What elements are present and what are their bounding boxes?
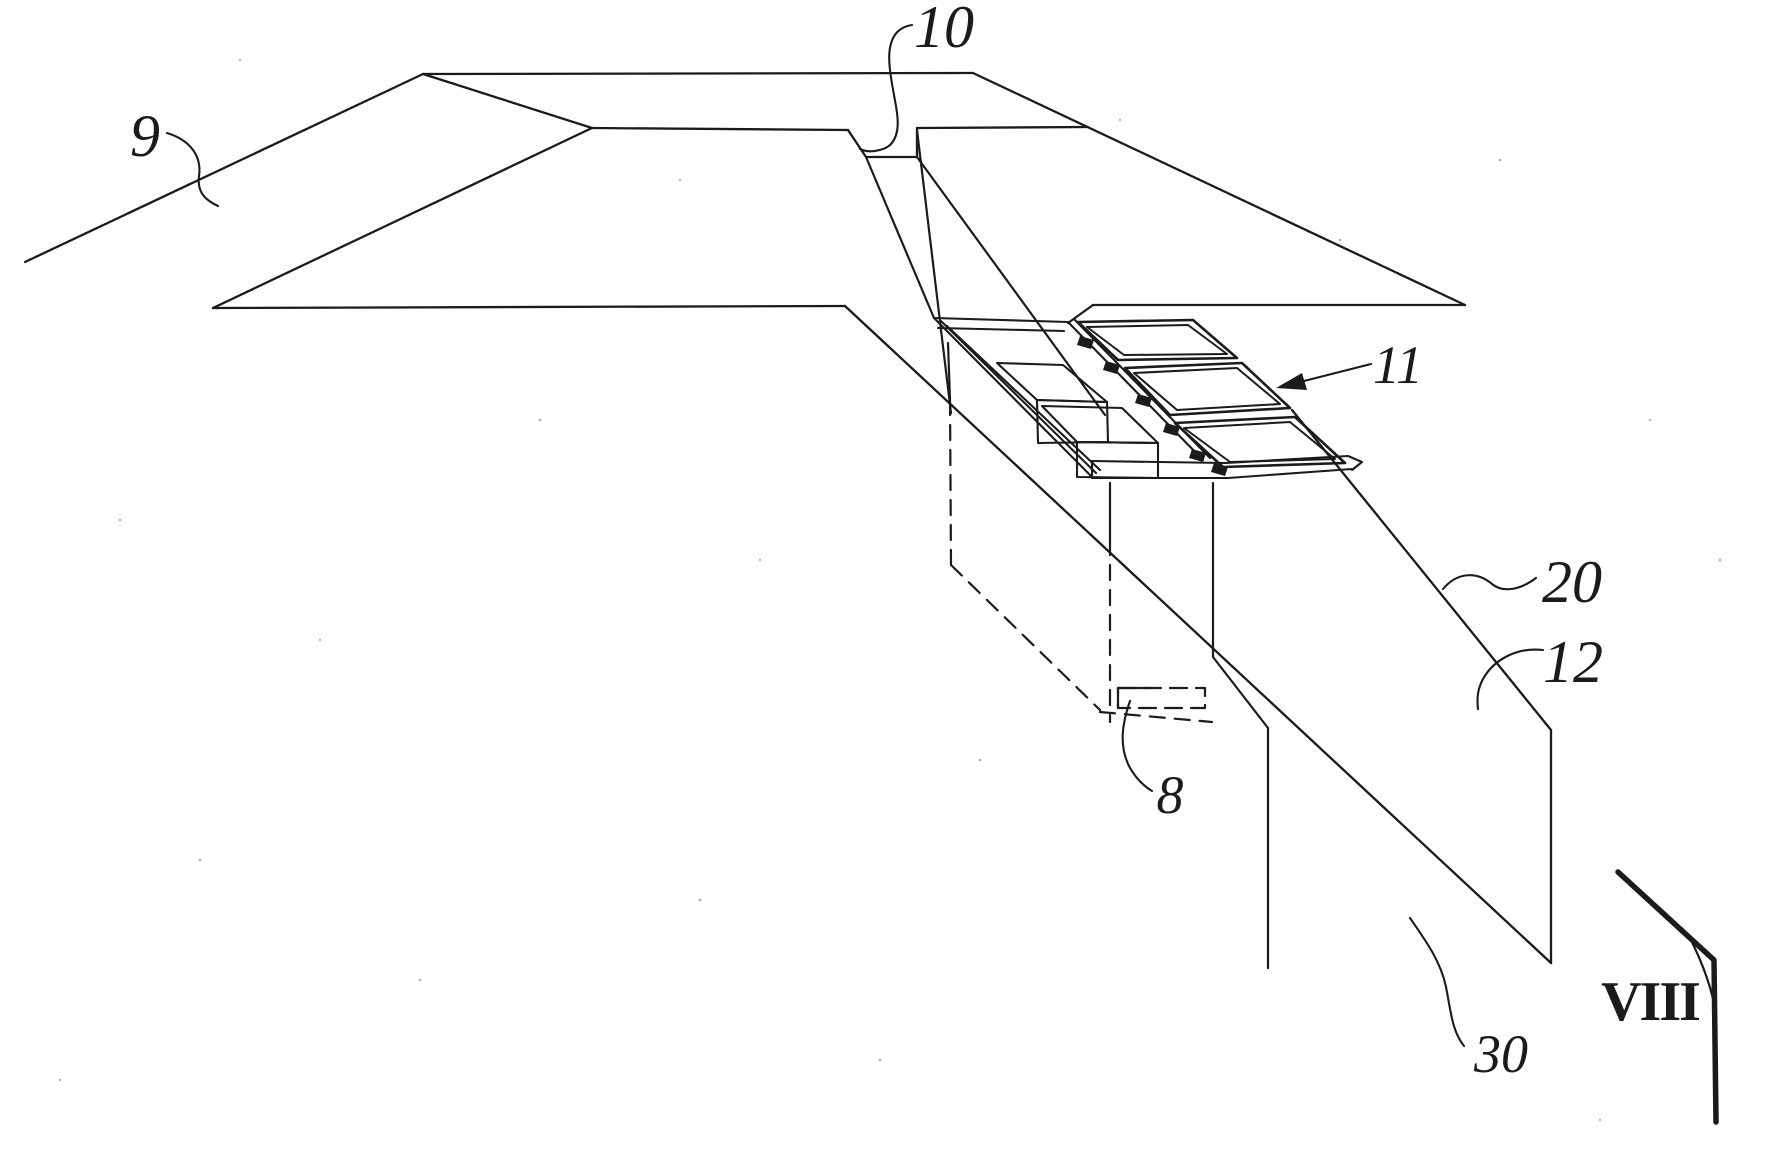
label-20: 20 bbox=[1542, 549, 1602, 615]
shelf-top-edge bbox=[1090, 454, 1350, 465]
label-10: 10 bbox=[914, 0, 974, 60]
pillar-bevel-edge bbox=[1211, 655, 1270, 730]
ridge-edge bbox=[23, 72, 425, 264]
under-structure bbox=[946, 341, 1270, 970]
arrowhead-11-icon bbox=[1276, 373, 1307, 390]
panel-1-outer bbox=[1076, 318, 1239, 362]
shelf-end-cap bbox=[1346, 454, 1364, 472]
outlet-rectangle bbox=[1116, 686, 1207, 710]
rim-left-outer bbox=[932, 316, 1094, 479]
outlet-rect-dashed bbox=[1116, 686, 1207, 710]
section-cut-mark bbox=[1615, 869, 1719, 1125]
rim-back-outer bbox=[932, 316, 1070, 324]
embankment-surface bbox=[23, 71, 1553, 965]
bottom-edge bbox=[211, 304, 847, 310]
reference-labels: 9 10 11 20 12 8 30 VIII bbox=[130, 0, 1701, 1084]
panel-2-outer bbox=[1123, 361, 1292, 417]
leader-10 bbox=[858, 23, 914, 153]
leader-30 bbox=[1408, 916, 1466, 1048]
box-bottom-hidden-edge bbox=[1098, 710, 1214, 724]
outlet-rect-solid-part bbox=[1116, 686, 1152, 710]
leader-20-squiggle bbox=[1441, 574, 1538, 591]
hinge-blocks bbox=[1077, 336, 1228, 476]
label-30: 30 bbox=[1473, 1024, 1528, 1084]
label-section-viii: VIII bbox=[1601, 971, 1699, 1033]
hinge-block bbox=[1163, 423, 1180, 436]
channel-right-line bbox=[915, 155, 1107, 417]
leader-lines bbox=[165, 23, 1545, 1048]
section-cut-arc bbox=[1688, 936, 1718, 1016]
hinge-block bbox=[1189, 449, 1206, 462]
leader-8 bbox=[1121, 699, 1154, 793]
rim-back-inner bbox=[936, 326, 1066, 333]
rim-left-mid bbox=[939, 319, 1098, 475]
panel-3-outer bbox=[1173, 415, 1347, 469]
leader-11-shaft bbox=[1298, 362, 1373, 384]
panel-3-inner bbox=[1183, 421, 1336, 463]
label-12: 12 bbox=[1543, 629, 1603, 695]
label-11: 11 bbox=[1373, 335, 1423, 395]
long-slope-edge bbox=[843, 304, 1553, 965]
top-edge bbox=[421, 71, 975, 76]
inlet-notch bbox=[846, 126, 919, 159]
channel-steep-line bbox=[915, 128, 953, 415]
panel-1-inner bbox=[1086, 324, 1228, 356]
inner-edge-right bbox=[915, 125, 1090, 130]
rim-left-inner bbox=[945, 324, 1102, 472]
box-left-edge-hidden bbox=[948, 398, 953, 567]
top-right-edge bbox=[971, 71, 1467, 307]
inner-edge-left bbox=[590, 126, 850, 132]
recess-corner-edge bbox=[1066, 303, 1095, 325]
leader-9 bbox=[165, 131, 220, 208]
hinge-block bbox=[1135, 394, 1152, 407]
label-8: 8 bbox=[1157, 765, 1184, 825]
hinge-block bbox=[1077, 336, 1094, 349]
hip-edge bbox=[211, 126, 594, 310]
leader-12 bbox=[1476, 648, 1545, 711]
box-left-edge-visible bbox=[946, 341, 952, 402]
box-bottom-hidden-diagonal bbox=[949, 563, 1102, 712]
channel-left-line bbox=[864, 155, 936, 320]
label-9: 9 bbox=[130, 103, 160, 169]
section-cut-line bbox=[1615, 869, 1719, 1125]
panel-2-inner bbox=[1133, 367, 1281, 411]
hinge-block bbox=[1103, 361, 1120, 374]
step-lower-front bbox=[1075, 440, 1160, 480]
paper-speckles bbox=[58, 58, 1722, 1122]
left-bevel-edge bbox=[421, 72, 594, 130]
cover-panels bbox=[1076, 318, 1347, 476]
inlet-channel bbox=[864, 128, 1107, 417]
hinge-block bbox=[1211, 463, 1228, 476]
